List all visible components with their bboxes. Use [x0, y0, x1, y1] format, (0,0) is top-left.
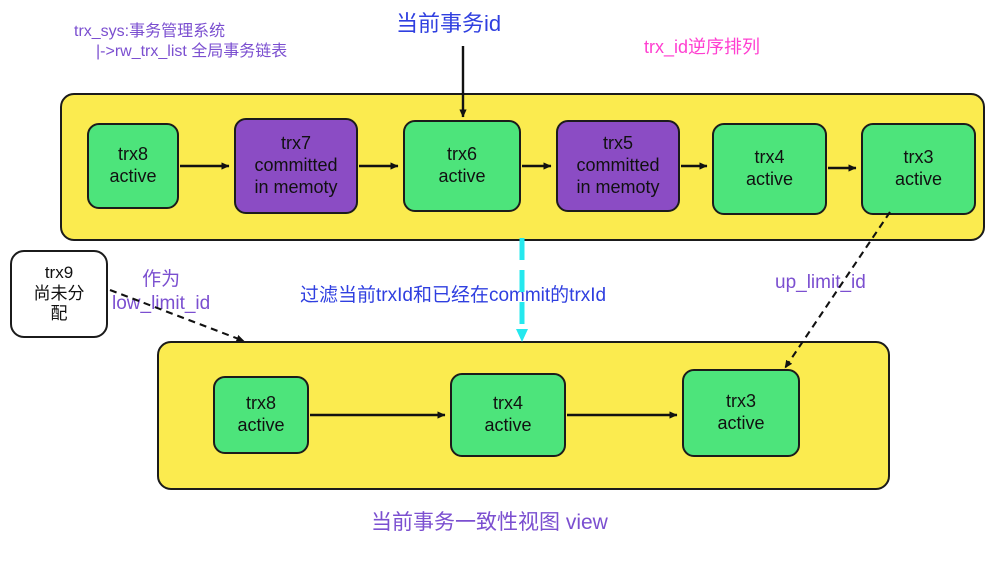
rw-node-trx5[interactable]: trx5 committed in memoty: [556, 120, 680, 212]
view-node-trx4-id: trx4: [492, 393, 523, 414]
view-node-trx8-state: active: [237, 415, 285, 435]
rw-node-trx4-state: active: [745, 169, 794, 189]
rw-node-trx5-id: trx5: [602, 133, 633, 154]
low-limit-id-label: 作为 low_limit_id: [112, 268, 210, 316]
low-limit-id-line2: low_limit_id: [112, 292, 211, 314]
rw-node-trx7-state: committed: [254, 155, 338, 176]
unassigned-trx9-box[interactable]: trx9 尚未分 配: [10, 250, 108, 338]
rw-node-trx5-state: committed: [576, 155, 660, 176]
rw-node-trx3[interactable]: trx3 active: [861, 123, 976, 215]
trx-id-order-label: trx_id逆序排列: [644, 37, 761, 57]
rw-node-trx8-id: trx8: [117, 144, 148, 165]
trx-sys-line1: trx_sys:事务管理系统: [74, 23, 226, 40]
rw-node-trx7-id: trx7: [280, 133, 311, 154]
up-limit-id-label: up_limit_id: [775, 272, 866, 293]
view-caption-label: 当前事务一致性视图 view: [371, 511, 608, 534]
view-node-trx4[interactable]: trx4 active: [450, 373, 566, 457]
view-node-trx3-id: trx3: [725, 391, 756, 412]
rw-trx-list-container: [60, 93, 985, 241]
view-node-trx8[interactable]: trx8 active: [213, 376, 309, 454]
rw-node-trx6-state: active: [438, 166, 486, 186]
filter-note-label: 过滤当前trxId和已经在commit的trxId: [300, 285, 607, 306]
rw-node-trx4[interactable]: trx4 active: [712, 123, 827, 215]
view-node-trx3-state: active: [717, 413, 765, 433]
rw-node-trx5-state2: in memoty: [576, 176, 660, 197]
unassigned-trx9-line3: 配: [50, 304, 68, 324]
unassigned-trx9-id: trx9: [44, 262, 74, 282]
view-node-trx8-id: trx8: [245, 393, 276, 414]
trx-sys-annotation: trx_sys:事务管理系统 |->rw_trx_list 全局事务链表: [74, 22, 287, 62]
unassigned-trx9-line2: 尚未分: [33, 283, 85, 303]
rw-node-trx7-state2: in memoty: [254, 176, 338, 197]
trx-sys-line2: |->rw_trx_list 全局事务链表: [96, 43, 288, 60]
rw-node-trx6-id: trx6: [446, 144, 477, 165]
low-limit-id-line1: 作为: [142, 269, 181, 290]
view-node-trx3[interactable]: trx3 active: [682, 369, 800, 457]
rw-node-trx4-id: trx4: [754, 147, 785, 168]
rw-node-trx7[interactable]: trx7 committed in memoty: [234, 118, 358, 214]
rw-node-trx8[interactable]: trx8 active: [87, 123, 179, 209]
rw-node-trx8-state: active: [109, 166, 157, 186]
view-node-trx4-state: active: [484, 415, 532, 435]
rw-node-trx6[interactable]: trx6 active: [403, 120, 521, 212]
rw-node-trx3-id: trx3: [903, 147, 934, 168]
current-trx-id-label: 当前事务id: [396, 11, 502, 36]
rw-node-trx3-state: active: [894, 169, 943, 189]
